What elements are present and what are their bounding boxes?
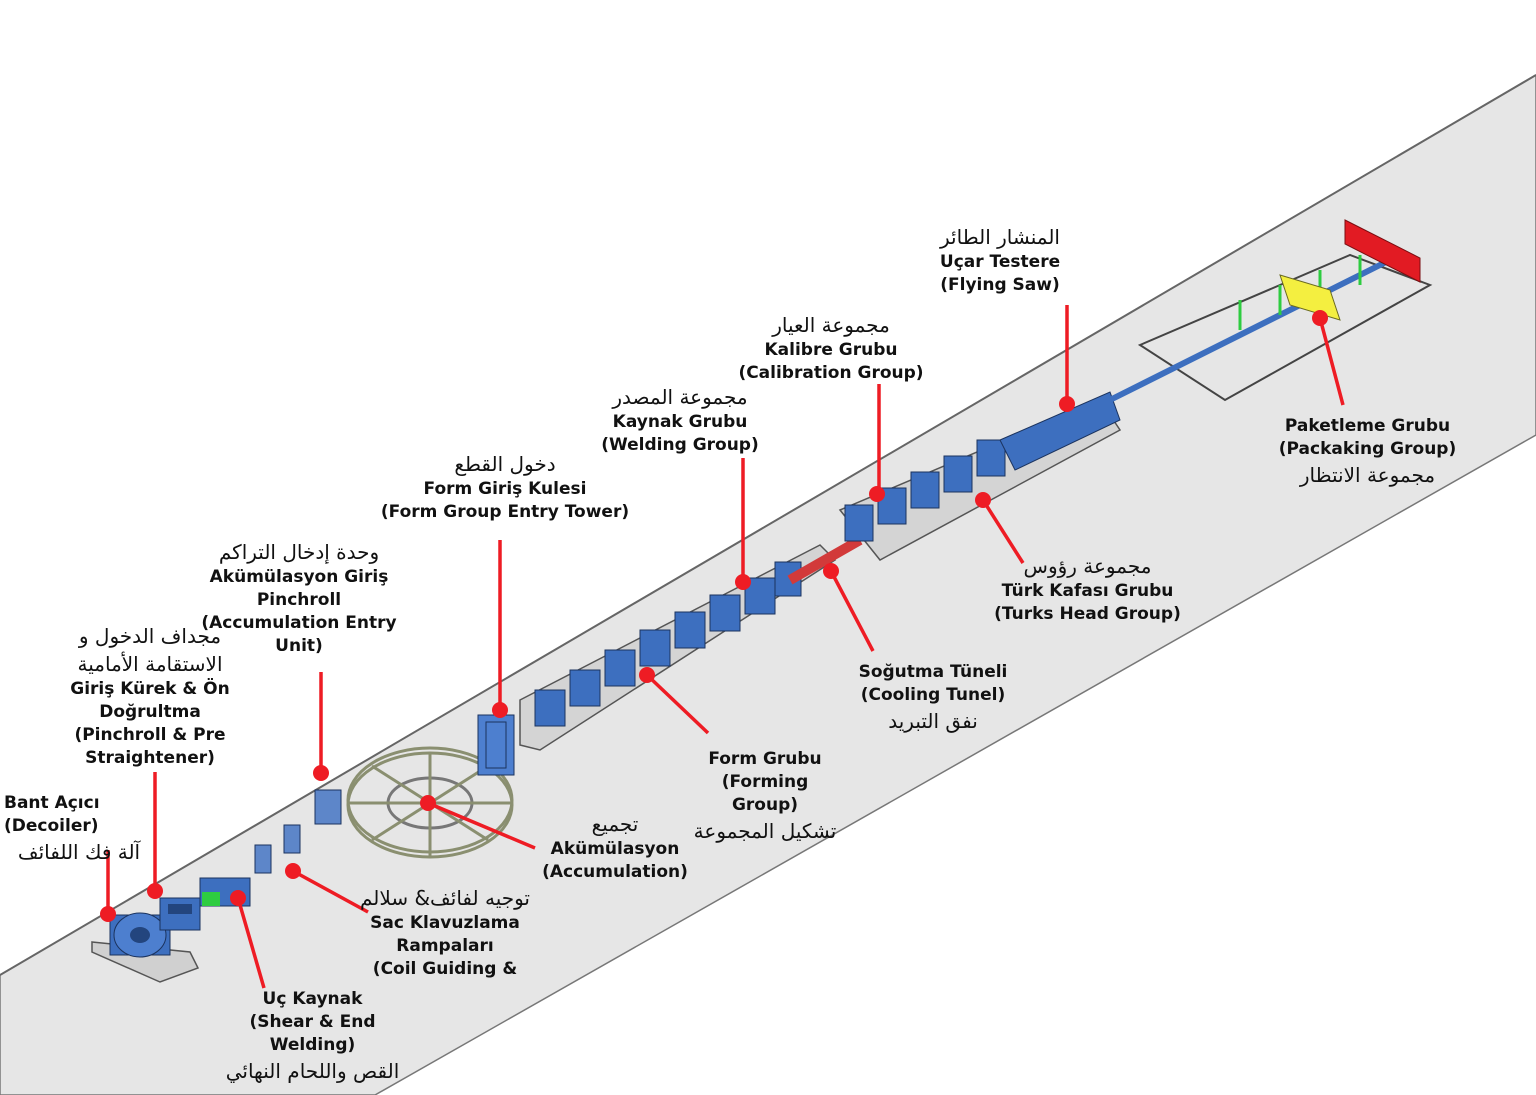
cooling-tr: Soğutma Tüneli [858,662,1008,682]
label-coil-guiding: توجيه لفائف& سلالم Sac Klavuzlama Rampal… [340,884,550,981]
label-decoiler: Bant Açıcı (Decoiler) آلة فك اللفائف [4,792,154,866]
flying-saw-ar: المنشار الطائر [940,225,1060,249]
label-packaking: Paketleme Grubu (Packaking Group) مجموعة… [1255,415,1480,489]
packaging-yellow-frame [1279,274,1341,321]
dot-turks-head [975,492,991,508]
forming-tr: Form Grubu [708,749,822,769]
dot-calibration [869,486,885,502]
accumulation-entry-ar: وحدة إدخال التراكم [218,540,380,564]
label-accumulation: تجميع Akümülasyon (Accumulation) [520,810,710,884]
label-cooling: Soğutma Tüneli (Cooling Tunel) نفق التبر… [838,661,1028,735]
leader-lines [106,305,1345,989]
dot-welding [735,574,751,590]
dot-shear-welding [230,890,246,906]
leader-cooling [829,570,875,652]
calibration-stands [844,439,1006,542]
dot-accumulation [420,795,436,811]
dot-decoiler [100,906,116,922]
cooling-tunnel [787,535,863,585]
label-form-entry-tower: دخول القطع Form Giriş Kulesi (Form Group… [345,450,665,524]
dot-accumulation-entry [313,765,329,781]
cooling-en: (Cooling Tunel) [860,685,1006,705]
shear-welding-ar: القص واللحام النهائي [225,1059,400,1083]
turks-head-en: (Turks Head Group) [994,604,1181,624]
runout-conveyor [1108,257,1392,403]
leader-shear-welding [236,897,266,989]
leader-forming [645,673,710,735]
welding-ar: مجموعة المصدر [612,385,748,409]
dot-coil-guiding [285,863,301,879]
turks-head-ar: مجموعة رؤوس [1023,554,1152,578]
label-welding: مجموعة المصدر Kaynak Grubu (Welding Grou… [570,383,790,457]
flying-saw-en: (Flying Saw) [940,275,1060,295]
decoiler-en: (Decoiler) [4,816,99,836]
label-shear-welding: Uç Kaynak (Shear & End Welding) القص وال… [200,988,425,1085]
packaging-red-guard [1344,219,1421,283]
dot-flying-saw [1059,396,1075,412]
welding-tr: Kaynak Grubu [612,412,748,432]
decoiler-machine [109,912,171,958]
entry-tower [477,714,515,776]
accumulation-ar: تجميع [591,812,639,836]
form-entry-tr: Form Giriş Kulesi [423,479,587,499]
coil-guiding-ar: توجيه لفائف& سلالم [360,886,530,910]
accumulation-en: (Accumulation) [542,862,688,882]
form-entry-ar: دخول القطع [454,452,556,476]
shear-welding-en: (Shear & End Welding) [249,1012,376,1055]
packaking-ar: مجموعة الانتظار [1299,463,1436,487]
leader-packaking [1318,317,1345,406]
coil-guiding-ramps [254,789,342,874]
label-flying-saw: المنشار الطائر Uçar Testere (Flying Saw) [905,223,1095,297]
cooling-ar: نفق التبريد [888,709,978,733]
coil-guiding-en: (Coil Guiding & [372,959,518,979]
leader-accumulation [427,801,536,850]
label-forming: Form Grubu (Forming Group) تشكيل المجموع… [690,748,840,845]
dot-cooling [823,563,839,579]
calibration-ar: مجموعة العيار [772,313,890,337]
form-entry-en: (Form Group Entry Tower) [380,502,630,522]
label-turks-head: مجموعة رؤوس Türk Kafası Grubu (Turks Hea… [975,552,1200,626]
pinchroll-ar: مجداف الدخول و الاستقامة الأمامية [77,624,223,676]
dot-forming [639,667,655,683]
leader-dots [100,310,1328,922]
accumulation-entry-tr: Akümülasyon Giriş Pinchroll [209,567,389,610]
leader-coil-guiding [292,869,369,914]
calibration-tr: Kalibre Grubu [764,340,898,360]
decoiler-ar: آلة فك اللفائف [17,840,141,864]
packaking-en: (Packaking Group) [1278,439,1457,459]
pinchroll-machine [159,897,201,931]
floor-slab-edge [0,74,1536,976]
shear-welding-tr: Uç Kaynak [262,989,363,1009]
pinchroll-tr: Giriş Kürek & Ön Doğrultma [70,679,230,722]
turks-head-tr: Türk Kafası Grubu [1001,581,1174,601]
dot-packaking [1312,310,1328,326]
pinchroll-en: (Pinchroll & Pre Straightener) [74,725,226,768]
coil-guiding-tr: Sac Klavuzlama Rampaları [370,913,520,956]
packaking-tr: Paketleme Grubu [1284,416,1451,436]
label-calibration: مجموعة العيار Kalibre Grubu (Calibration… [715,311,947,385]
forming-ar: تشكيل المجموعة [693,819,837,843]
flying-saw-tr: Uçar Testere [939,252,1061,272]
calibration-en: (Calibration Group) [738,363,924,383]
dot-form-entry-tower [492,702,508,718]
decoiler-tr: Bant Açıcı [4,793,100,813]
forming-stands [534,561,802,727]
label-pinchroll: مجداف الدخول و الاستقامة الأمامية Giriş … [45,622,255,770]
leader-turks-head [981,499,1025,564]
dot-pinchroll [147,883,163,899]
label-accumulation-entry: وحدة إدخال التراكم Akümülasyon Giriş Pin… [188,538,410,658]
accumulation-tr: Akümülasyon [550,839,680,859]
accumulation-entry-en: (Accumulation Entry Unit) [201,613,397,656]
forming-en: (Forming Group) [721,772,809,815]
welding-en: (Welding Group) [601,435,759,455]
